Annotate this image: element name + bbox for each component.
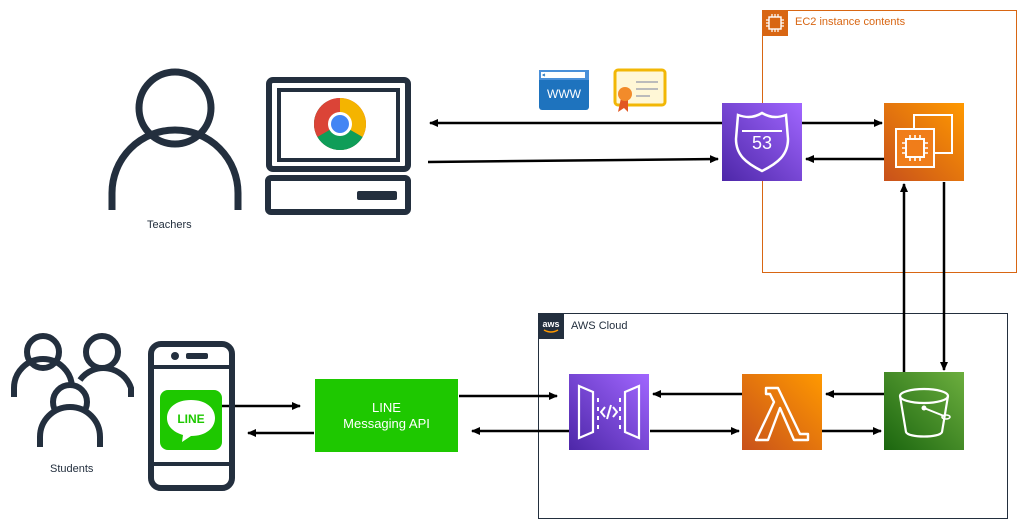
- aws-logo-icon: aws: [538, 313, 564, 339]
- line-app-label: LINE: [177, 412, 205, 426]
- ec2-group-title: EC2 instance contents: [795, 16, 906, 28]
- line-api-title: LINE: [372, 399, 401, 415]
- svg-text:aws: aws: [542, 319, 559, 329]
- api-gateway-icon[interactable]: [569, 374, 649, 450]
- aws-cloud-group: [538, 313, 1008, 519]
- students-label: Students: [50, 463, 94, 475]
- ec2-instance-icon[interactable]: [884, 103, 964, 181]
- line-app-icon[interactable]: LINE: [160, 390, 222, 450]
- teachers-label: Teachers: [147, 219, 192, 231]
- ec2-group-icon: [762, 10, 788, 36]
- route53-service[interactable]: 53: [722, 103, 802, 181]
- line-messaging-api-box[interactable]: LINE Messaging API: [315, 379, 458, 452]
- arrow-computer-to-route53: [427, 155, 719, 164]
- s3-bucket-icon[interactable]: [884, 372, 964, 450]
- line-api-subtitle: Messaging API: [343, 415, 430, 431]
- lambda-icon[interactable]: [742, 374, 822, 450]
- aws-cloud-title: AWS Cloud: [571, 320, 628, 332]
- www-text: WWW: [547, 87, 581, 101]
- route53-badge: 53: [751, 133, 773, 153]
